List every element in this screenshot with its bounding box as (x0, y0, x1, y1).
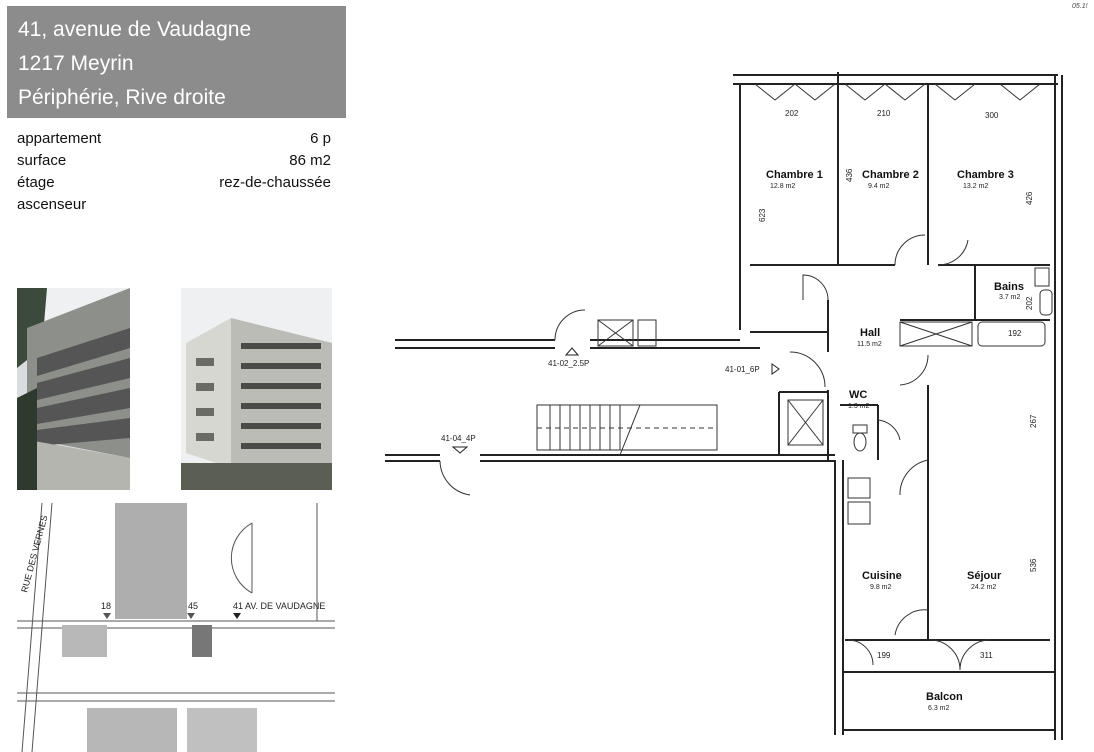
dim-label: 436 (845, 168, 854, 182)
dim-label: 311 (980, 651, 993, 660)
room-name-hall: Hall (860, 327, 880, 339)
dim-label: 202 (1025, 296, 1034, 310)
marker-label-41-01: 41-01_6P (725, 365, 760, 374)
map-block (187, 708, 257, 752)
dim-label: 202 (785, 109, 799, 118)
room-area-hall: 11.5 m2 (857, 341, 882, 348)
street-address: 41, avenue de Vaudagne (18, 18, 252, 41)
room-area-sejour: 24.2 m2 (971, 584, 996, 591)
detail-row-etage: étage rez-de-chaussée (17, 174, 331, 196)
room-area-cuisine: 9.8 m2 (870, 584, 892, 591)
street-photo (17, 288, 130, 490)
dim-label: 210 (877, 109, 891, 118)
detail-row-surface: surface 86 m2 (17, 152, 331, 174)
marker-18-icon (103, 613, 111, 619)
room-name-sejour: Séjour (967, 570, 1002, 582)
marker-41-02-icon (564, 347, 580, 356)
dim-label: 536 (1029, 558, 1038, 572)
site-map: RUE DES VERNES 18 45 41 AV. DE VAUDAGNE (17, 503, 335, 752)
room-area-balcon: 6.3 m2 (928, 705, 950, 712)
map-number-45: 45 (188, 601, 198, 611)
marker-label-41-04: 41-04_4P (441, 434, 476, 443)
map-block (87, 708, 177, 752)
room-name-chambre2: Chambre 2 (862, 169, 919, 181)
dim-label: 199 (877, 651, 891, 660)
apartment-details: appartement 6 p surface 86 m2 étage rez-… (17, 130, 331, 218)
dim-label: 267 (1029, 414, 1038, 428)
room-area-chambre3: 13.2 m2 (963, 183, 988, 190)
detail-row-appartement: appartement 6 p (17, 130, 331, 152)
detail-value: 6 p (310, 130, 331, 147)
room-name-bains: Bains (994, 281, 1024, 293)
marker-41-04-icon (451, 446, 469, 454)
map-block (62, 625, 107, 657)
map-address-label: 41 AV. DE VAUDAGNE (233, 601, 325, 611)
detail-label: étage (17, 174, 55, 191)
room-area-wc: 1.3 m2 (848, 403, 870, 410)
room-name-wc: WC (849, 389, 867, 401)
dim-label: 192 (1008, 329, 1022, 338)
map-block (192, 625, 212, 657)
marker-45-icon (187, 613, 195, 619)
room-area-chambre1: 12.8 m2 (770, 183, 795, 190)
room-area-bains: 3.7 m2 (999, 294, 1021, 301)
detail-label: ascenseur (17, 196, 87, 213)
building-photo (181, 288, 332, 490)
postal-city: 1217 Meyrin (18, 52, 134, 75)
plan-reference: 05.1! (1072, 3, 1088, 10)
detail-value: rez-de-chaussée (219, 174, 331, 191)
marker-41-01-icon (771, 363, 780, 375)
detail-value: 86 m2 (289, 152, 331, 169)
address-header: 41, avenue de Vaudagne 1217 Meyrin Périp… (7, 6, 346, 118)
detail-row-ascenseur: ascenseur (17, 196, 331, 218)
district: Périphérie, Rive droite (18, 86, 226, 109)
detail-label: appartement (17, 130, 102, 147)
map-number-18: 18 (101, 601, 111, 611)
dim-label: 426 (1025, 191, 1034, 205)
room-name-balcon: Balcon (926, 691, 963, 703)
detail-label: surface (17, 152, 67, 169)
room-name-chambre1: Chambre 1 (766, 169, 823, 181)
room-area-chambre2: 9.4 m2 (868, 183, 890, 190)
marker-41-icon (233, 613, 241, 619)
room-name-chambre3: Chambre 3 (957, 169, 1014, 181)
room-name-cuisine: Cuisine (862, 570, 902, 582)
dim-label: 300 (985, 111, 999, 120)
dim-label: 623 (758, 208, 767, 222)
marker-label-41-02: 41-02_2.5P (548, 359, 589, 368)
building-footprint (115, 503, 187, 619)
